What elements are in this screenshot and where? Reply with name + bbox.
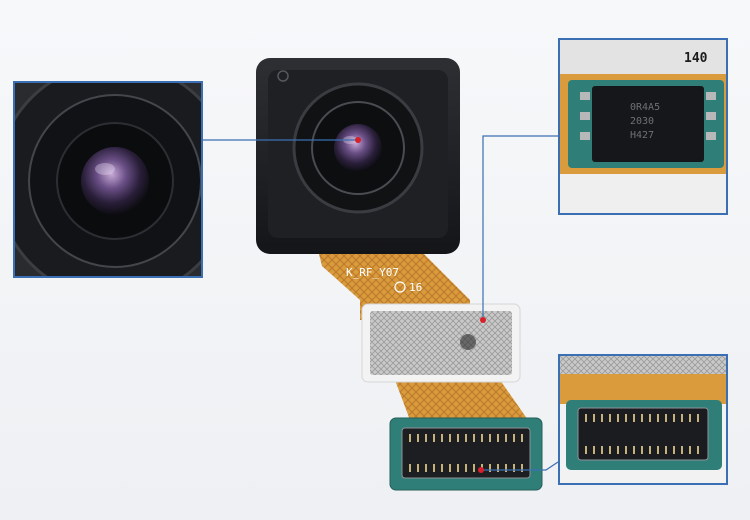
module-corner-marker <box>277 70 289 82</box>
connector-callout-dot <box>478 467 484 473</box>
chip-callout <box>482 135 558 320</box>
lens-closeup-image <box>15 83 201 276</box>
flex-cable-upper <box>318 250 470 320</box>
flex-cable-lower <box>395 380 528 420</box>
lens-closeup-inset <box>13 81 203 278</box>
connector-closeup-image <box>560 356 726 483</box>
chip-code-line2: 2030 <box>630 116 654 127</box>
connector-callout <box>481 461 559 471</box>
lens-callout-dot <box>355 137 361 143</box>
module-marking-line2: 16 <box>409 281 422 294</box>
chip-closeup-inset: 140 0R4A5 2030 H427 <box>558 38 728 215</box>
chip-callout-dot <box>480 317 486 323</box>
chip-closeup-image: 140 0R4A5 2030 H427 <box>560 40 726 213</box>
chip-code-line3: H427 <box>630 130 654 141</box>
module-marking-line1: K_RF_Y07 <box>346 266 399 279</box>
connector-closeup-inset <box>558 354 728 485</box>
closeup-lens-glass <box>81 147 149 215</box>
shield-hole-cluster <box>460 334 476 350</box>
chip-number: 140 <box>684 51 708 66</box>
connector-pins <box>409 434 523 472</box>
marking-logo <box>394 281 406 293</box>
camera-lens <box>334 124 382 172</box>
chip-code-line1: 0R4A5 <box>630 102 660 113</box>
